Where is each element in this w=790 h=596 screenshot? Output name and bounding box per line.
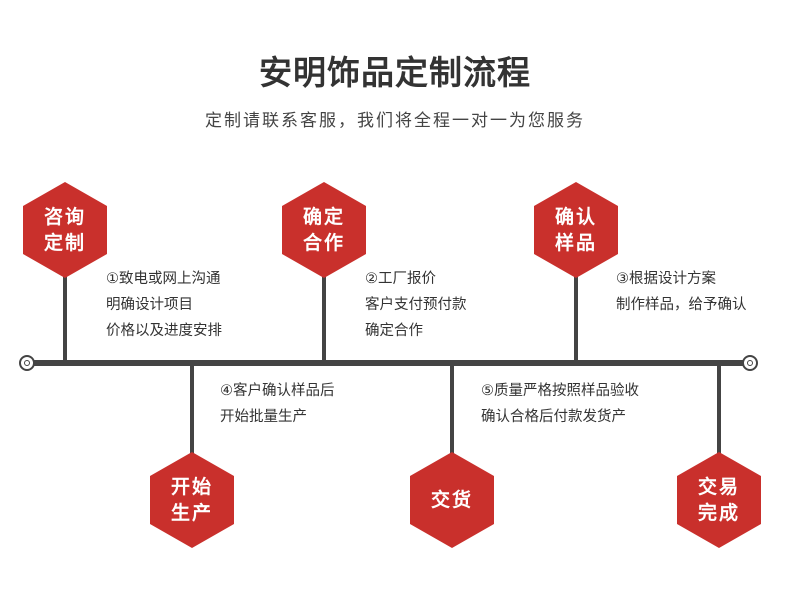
step-hexagon-consult: 咨询 定制 [23, 182, 107, 278]
timeline-axis [28, 360, 750, 366]
connector-step-6 [717, 364, 721, 460]
step-5-description: ⑤质量严格按照样品验收 确认合格后付款发货产 [481, 378, 639, 430]
description-line: 开始批量生产 [220, 409, 307, 425]
connector-step-2 [322, 250, 326, 362]
description-line: ④客户确认样品后 [220, 383, 335, 399]
page-title: 安明饰品定制流程 [259, 53, 531, 92]
step-label-line: 确定 [302, 206, 345, 228]
connector-step-4 [190, 364, 194, 460]
timeline-start-circle-icon [19, 355, 35, 371]
description-line: ③根据设计方案 [616, 271, 716, 287]
step-2-description: ②工厂报价 客户支付预付款 确定合作 [365, 266, 467, 344]
description-line: 确定合作 [365, 323, 423, 339]
step-label-line: 交易 [697, 476, 740, 498]
connector-step-3 [574, 250, 578, 362]
description-line: 制作样品，给予确认 [616, 297, 747, 313]
step-1-description: ①致电或网上沟通 明确设计项目 价格以及进度安排 [106, 266, 222, 344]
description-line: 客户支付预付款 [365, 297, 467, 313]
step-label-line: 开始 [170, 476, 213, 498]
description-line: 确认合格后付款发货产 [481, 409, 626, 425]
connector-step-5 [450, 364, 454, 460]
step-label-line: 确认 [554, 206, 597, 228]
step-label-line: 定制 [43, 232, 86, 254]
step-label-line: 生产 [170, 502, 213, 524]
description-line: ①致电或网上沟通 [106, 271, 221, 287]
step-label-line: 咨询 [43, 206, 86, 228]
description-line: 价格以及进度安排 [106, 323, 222, 339]
step-label-line: 样品 [554, 232, 597, 254]
page-subtitle: 定制请联系客服，我们将全程一对一为您服务 [205, 111, 585, 131]
step-hexagon-delivery: 交货 [410, 452, 494, 548]
step-label-line: 交货 [430, 489, 473, 511]
description-line: 明确设计项目 [106, 297, 193, 313]
step-hexagon-confirm-cooperation: 确定 合作 [282, 182, 366, 278]
description-line: ⑤质量严格按照样品验收 [481, 383, 639, 399]
step-3-description: ③根据设计方案 制作样品，给予确认 [616, 266, 747, 318]
connector-step-1 [63, 250, 67, 362]
description-line: ②工厂报价 [365, 271, 436, 287]
step-hexagon-start-production: 开始 生产 [150, 452, 234, 548]
step-4-description: ④客户确认样品后 开始批量生产 [220, 378, 335, 430]
step-label-line: 合作 [302, 232, 345, 254]
step-hexagon-deal-complete: 交易 完成 [677, 452, 761, 548]
step-label-line: 完成 [697, 502, 740, 524]
timeline-end-circle-icon [742, 355, 758, 371]
step-hexagon-confirm-sample: 确认 样品 [534, 182, 618, 278]
